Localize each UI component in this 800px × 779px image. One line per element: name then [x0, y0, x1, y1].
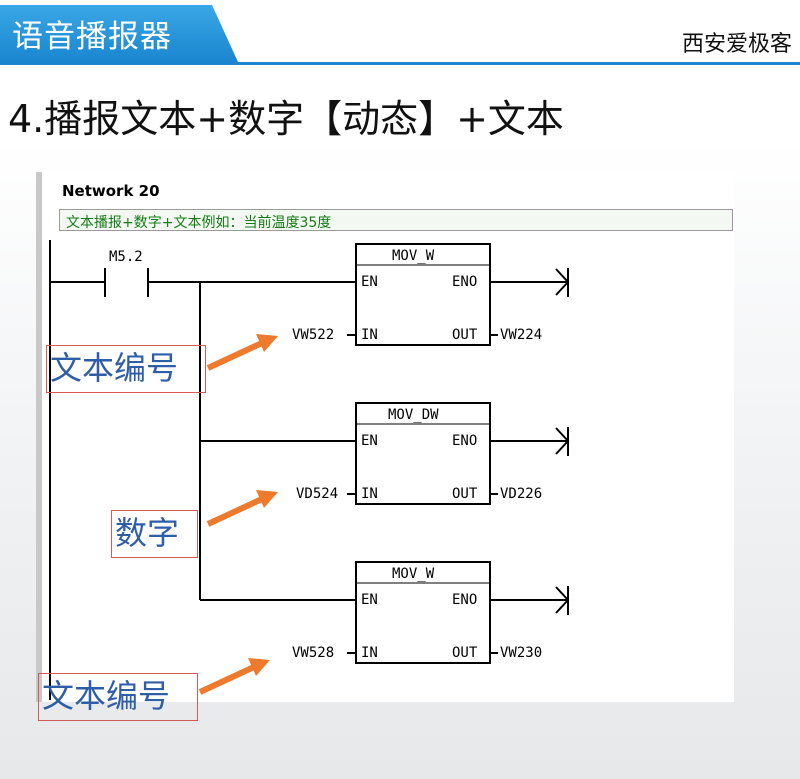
- network-title: Network 20: [62, 182, 160, 200]
- block-3-out-operand: VW230: [500, 645, 543, 661]
- header-brand: 西安爱极客: [681, 32, 792, 57]
- block-1-out: OUT: [452, 327, 478, 343]
- block-2-eno: ENO: [452, 433, 478, 449]
- block-2-en: EN: [361, 433, 378, 449]
- contact-label: M5.2: [109, 249, 143, 265]
- block-1-title: MOV_W: [392, 248, 435, 264]
- header-title: 语音播报器: [12, 19, 172, 55]
- callout-arrow-3: [198, 658, 270, 695]
- page-heading: 4.播报文本+数字【动态】+文本: [8, 97, 564, 141]
- callout-text-number-2: 文本编号: [38, 673, 198, 721]
- block-2-in: IN: [361, 486, 378, 502]
- block-3-out: OUT: [452, 645, 478, 661]
- header-rule: [0, 62, 800, 65]
- block-1-in-operand: VW522: [292, 327, 335, 343]
- mov-block-1: [355, 243, 491, 346]
- callout-digits: 数字: [111, 510, 198, 558]
- callout-arrow-2: [206, 490, 278, 527]
- header-bar: 语音播报器 西安爱极客: [0, 0, 800, 65]
- block-3-eno: ENO: [452, 592, 478, 608]
- panel-left-bar: [36, 172, 42, 702]
- block-2-out: OUT: [452, 486, 478, 502]
- header-tab: [0, 5, 238, 62]
- block-2-in-operand: VD524: [296, 486, 339, 502]
- block-1-eno: ENO: [452, 274, 478, 290]
- block-2-out-operand: VD226: [500, 486, 543, 502]
- mov-block-3: [355, 561, 491, 664]
- block-3-in-operand: VW528: [292, 645, 335, 661]
- callout-text-number-1: 文本编号: [46, 345, 206, 393]
- callout-arrow-1: [206, 334, 278, 371]
- block-2-title: MOV_DW: [388, 407, 439, 423]
- network-comment-box: [59, 209, 733, 231]
- block-3-en: EN: [361, 592, 378, 608]
- network-comment: 文本播报+数字+文本例如：当前温度35度: [66, 215, 332, 231]
- block-1-out-operand: VW224: [500, 327, 543, 343]
- block-1-in: IN: [361, 327, 378, 343]
- block-3-title: MOV_W: [392, 566, 435, 582]
- mov-block-2: [355, 402, 491, 505]
- block-3-in: IN: [361, 645, 378, 661]
- block-1-en: EN: [361, 274, 378, 290]
